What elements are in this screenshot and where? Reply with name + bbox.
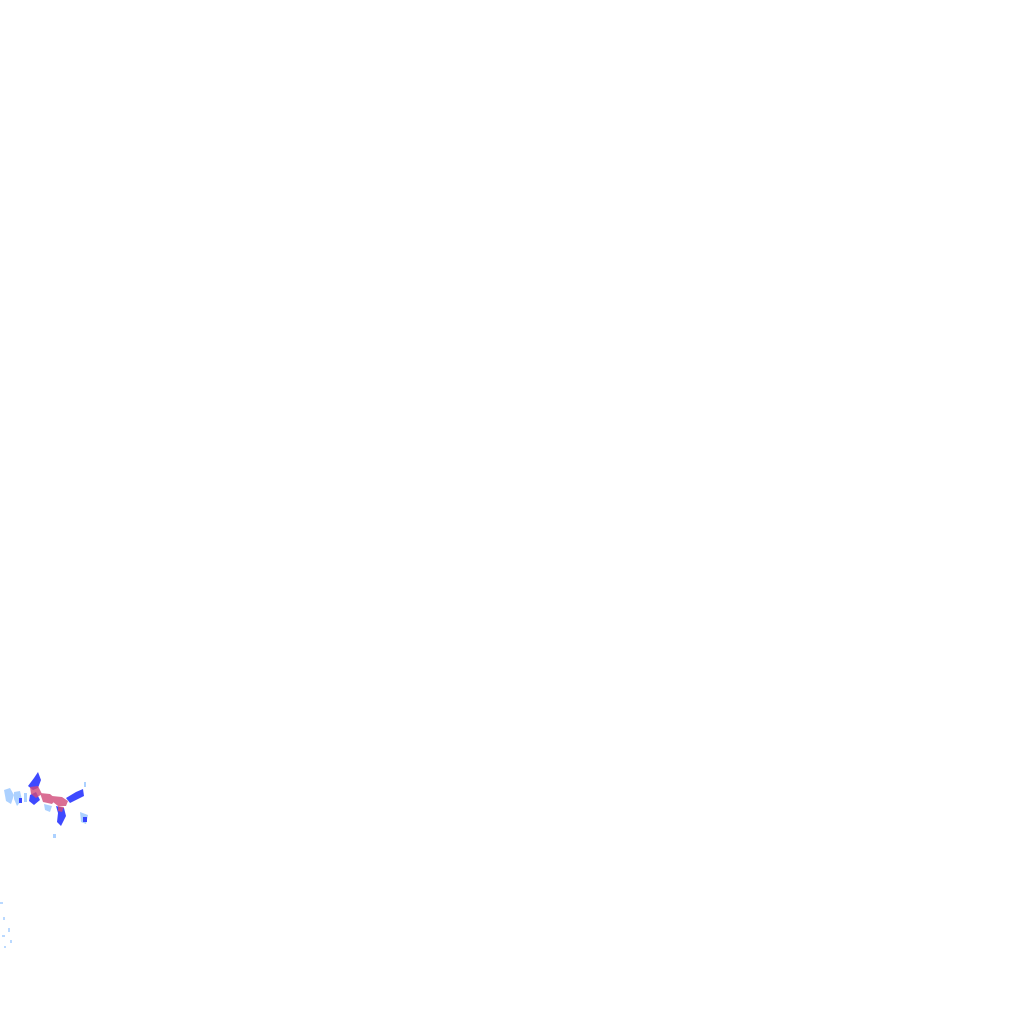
- main-echo-cluster: [4, 772, 88, 838]
- faint-echo-southwest: [0, 902, 12, 948]
- heavy-rain-patches: [30, 786, 68, 812]
